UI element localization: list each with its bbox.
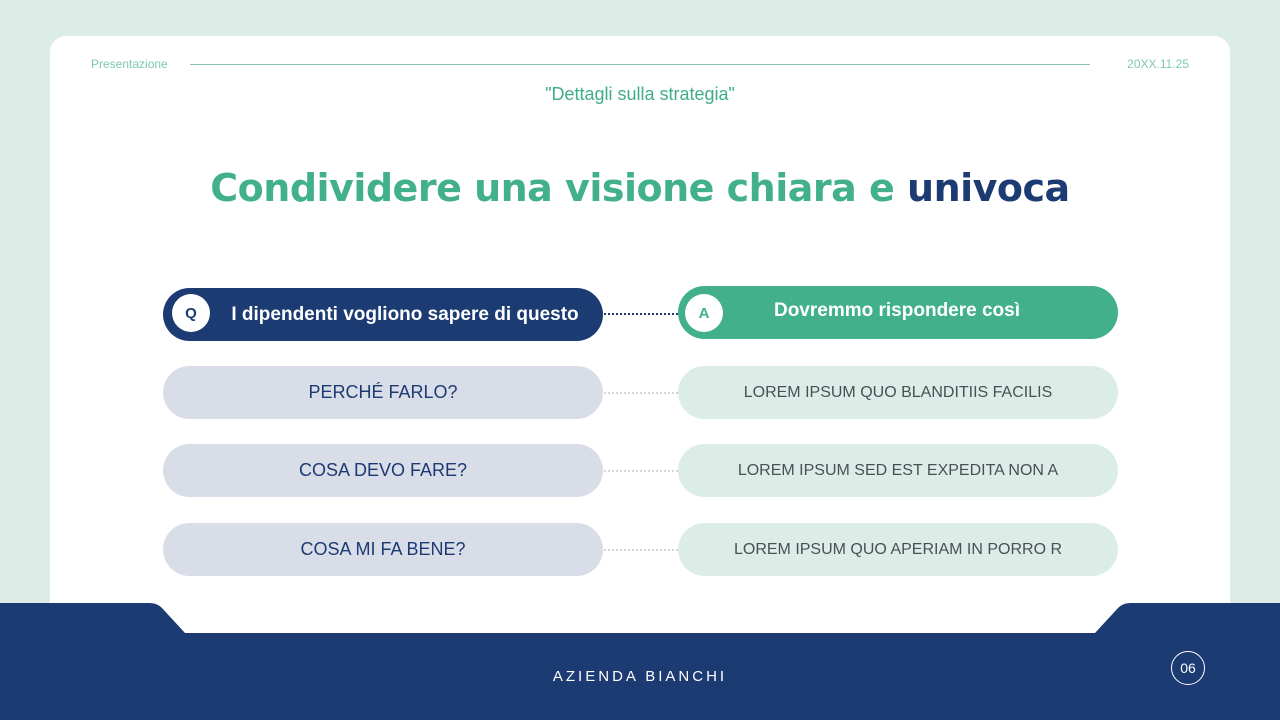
slide-subtitle: "Dettagli sulla strategia" xyxy=(545,84,735,104)
header-date: 20XX.11.25 xyxy=(1127,57,1189,71)
answer-pill: LOREM IPSUM QUO BLANDITIIS FACILIS xyxy=(678,366,1118,419)
row-connector xyxy=(604,549,678,551)
header-presentation-label: Presentazione xyxy=(91,57,168,71)
answer-pill: LOREM IPSUM QUO APERIAM IN PORRO R xyxy=(678,523,1118,576)
row-connector xyxy=(604,470,678,472)
header-divider xyxy=(190,64,1090,65)
header-connector xyxy=(604,313,678,315)
row-connector xyxy=(604,392,678,394)
footer-company-name: AZIENDA BIANCHI xyxy=(552,668,728,685)
title-part-green: Condividere una visione chiara e xyxy=(210,166,908,210)
title-part-navy: univoca xyxy=(907,166,1070,210)
slide-card xyxy=(50,36,1230,676)
a-badge-icon: A xyxy=(685,294,723,332)
answer-header-label: Dovremmo rispondere così xyxy=(773,299,1021,321)
answer-header-pill: A Dovremmo rispondere così xyxy=(678,286,1118,339)
page-number: 06 xyxy=(1171,651,1205,685)
answer-pill: LOREM IPSUM SED EST EXPEDITA NON A xyxy=(678,444,1118,497)
q-badge-icon: Q xyxy=(172,294,210,332)
question-pill: COSA DEVO FARE? xyxy=(163,444,603,497)
question-pill: COSA MI FA BENE? xyxy=(163,523,603,576)
question-header-label: I dipendenti vogliono sapere di questo xyxy=(231,303,579,325)
question-header-pill: Q I dipendenti vogliono sapere di questo xyxy=(163,288,603,341)
question-pill: PERCHÉ FARLO? xyxy=(163,366,603,419)
slide-title: Condividere una visione chiara e univoca xyxy=(0,166,1280,210)
footer-band xyxy=(0,603,1280,720)
